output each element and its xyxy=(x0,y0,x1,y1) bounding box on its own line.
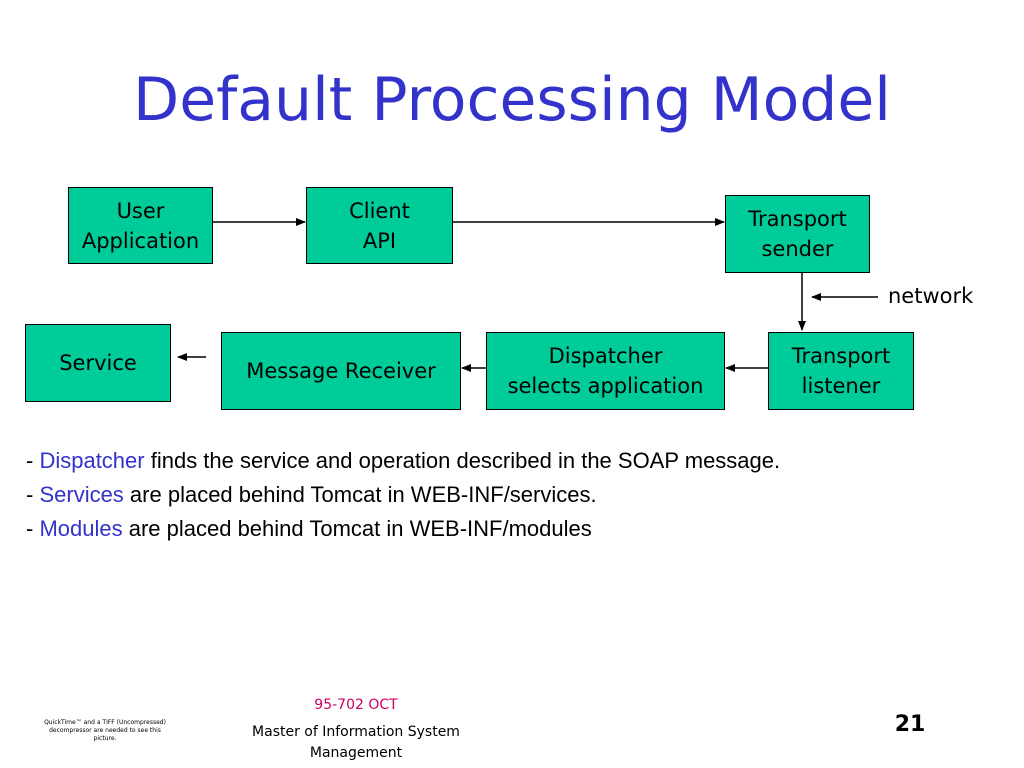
bullet-item: - Modules are placed behind Tomcat in WE… xyxy=(26,512,780,546)
course-code: 95-702 OCT xyxy=(314,697,398,713)
network-label: network xyxy=(888,284,974,308)
page-number: 21 xyxy=(894,712,926,737)
bullet-prefix: - xyxy=(26,448,40,473)
bullet-highlight: Modules xyxy=(39,516,123,541)
bullet-item: - Services are placed behind Tomcat in W… xyxy=(26,478,780,512)
bullet-highlight: Services xyxy=(39,482,124,507)
service-box: Service xyxy=(25,324,171,402)
bullet-text: are placed behind Tomcat in WEB-INF/serv… xyxy=(123,482,597,507)
dispatcher-box: Dispatcher selects application xyxy=(486,332,725,410)
slide-title: Default Processing Model xyxy=(133,65,891,135)
quicktime-placeholder-note: QuickTime™ and a TIFF (Uncompressed) dec… xyxy=(44,719,166,742)
transport-listener-box: Transport listener xyxy=(768,332,914,410)
bullet-item: - Dispatcher finds the service and opera… xyxy=(26,444,780,478)
program-name: Master of Information System Management xyxy=(252,724,460,761)
transport-sender-box: Transport sender xyxy=(725,195,870,273)
bullet-prefix: - xyxy=(26,482,40,507)
bullet-text: finds the service and operation describe… xyxy=(144,448,781,473)
client-api-box: Client API xyxy=(306,187,453,264)
bullet-list: - Dispatcher finds the service and opera… xyxy=(26,444,780,546)
bullet-text: are placed behind Tomcat in WEB-INF/modu… xyxy=(122,516,592,541)
bullet-highlight: Dispatcher xyxy=(39,448,145,473)
user-application-box: User Application xyxy=(68,187,213,264)
bullet-prefix: - xyxy=(26,516,40,541)
message-receiver-box: Message Receiver xyxy=(221,332,461,410)
